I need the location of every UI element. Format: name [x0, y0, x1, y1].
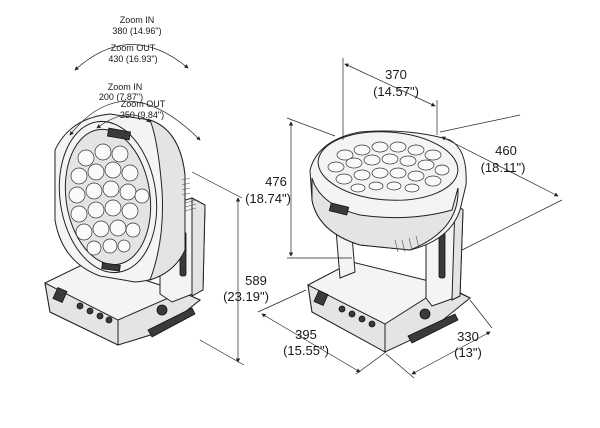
left-fixture: Zoom IN 380 (14.96") Zoom OUT 430 (16.93…: [44, 15, 269, 366]
left-height-in: (23.19"): [223, 289, 269, 304]
zoom-in-wide-value: 380 (14.96"): [112, 26, 161, 36]
head-width-dimension: [342, 58, 438, 140]
zoom-in-narrow-label: Zoom IN: [108, 82, 143, 92]
head-depth-mm: 460: [495, 143, 517, 158]
left-base: [44, 261, 201, 346]
zoom-narrow-arc: [96, 114, 151, 129]
head-width-mm: 370: [385, 67, 407, 82]
left-height-mm: 589: [245, 273, 267, 288]
head-height-in: (18.74"): [245, 191, 291, 206]
zoom-in-wide-arc: [69, 100, 201, 141]
zoom-in-narrow-value: 200 (7.87"): [99, 92, 143, 102]
base-depth-in: (13"): [454, 345, 482, 360]
head-height-mm: 476: [265, 174, 287, 189]
left-lens-array: [68, 143, 150, 256]
zoom-out-wide-arc: [74, 44, 189, 71]
base-width-mm: 395: [295, 327, 317, 342]
zoom-out-narrow-label: Zoom OUT: [121, 99, 166, 109]
base-depth-mm: 330: [457, 329, 479, 344]
zoom-in-wide-label: Zoom IN: [120, 15, 155, 25]
base-width-dimension: [257, 289, 387, 375]
zoom-out-wide-value: 430 (16.93"): [108, 54, 157, 64]
right-fixture: 370 (14.57") 460 (18.11") 476 (18.74") 3…: [245, 58, 563, 379]
base-width-in: (15.55"): [283, 343, 329, 358]
zoom-arcs: [69, 44, 201, 141]
head-depth-in: (18.11"): [481, 160, 526, 175]
head-depth-dimension: [439, 114, 563, 251]
left-height-dimension: [191, 171, 245, 366]
base-depth-dimension: [385, 299, 493, 379]
left-head: [54, 113, 191, 283]
head-height-dimension: [286, 117, 352, 259]
head-width-in: (14.57"): [373, 84, 419, 99]
zoom-out-wide-label: Zoom OUT: [111, 43, 156, 53]
right-head: [309, 130, 467, 253]
zoom-out-narrow-value: 250 (9.84"): [120, 110, 164, 120]
